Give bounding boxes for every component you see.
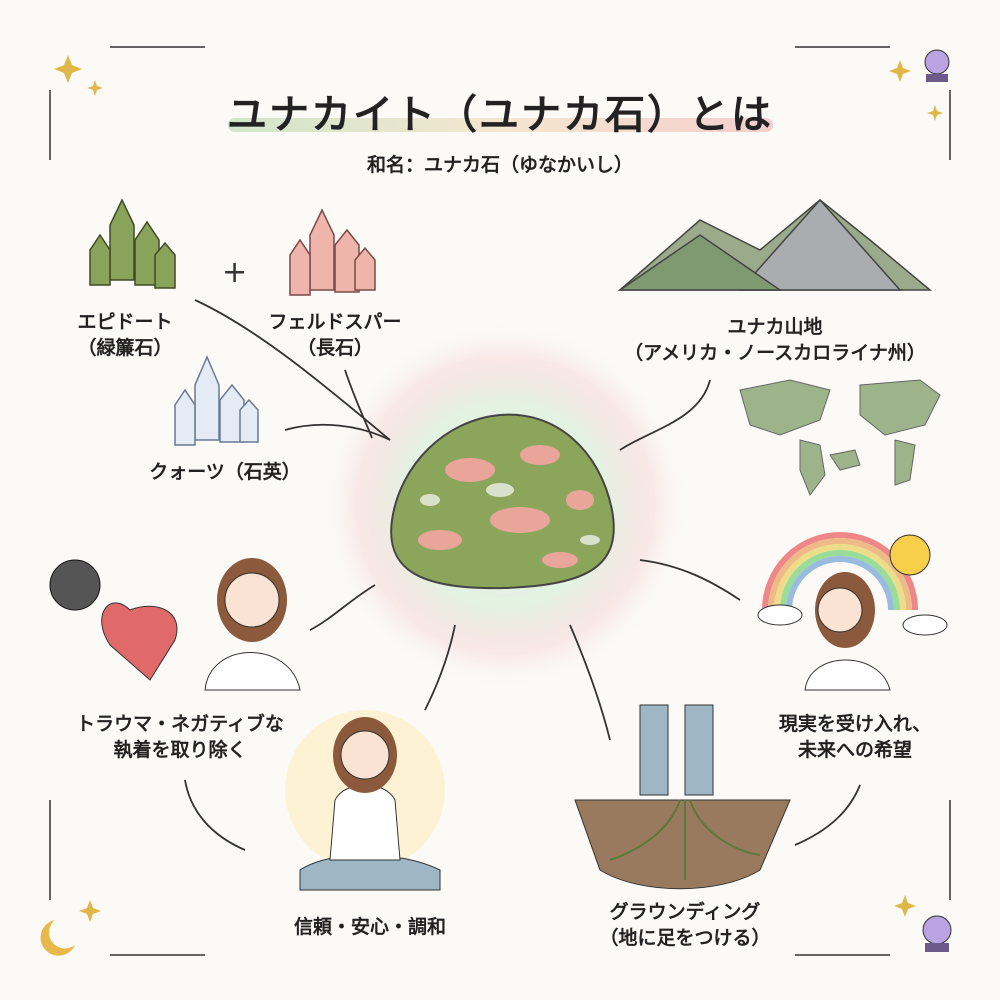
crystal-ball-icon — [922, 915, 952, 952]
unakite-stone — [390, 413, 615, 590]
hope-line2: 未来への希望 — [797, 738, 912, 761]
grounding-effect-label: グラウンディング （地に足をつける） — [570, 900, 800, 951]
meditating-person-icon — [285, 710, 445, 891]
grounding-feet-icon — [574, 704, 791, 890]
connector-arrows — [184, 299, 861, 851]
quartz-crystal-icon — [174, 355, 259, 446]
page-title: ユナカイト（ユナカ石）とは — [227, 92, 773, 138]
trauma-line1: トラウマ・ネガティブな — [76, 713, 284, 735]
trauma-effect-label: トラウマ・ネガティブな 執着を取り除く — [30, 712, 330, 763]
person-hopeful-icon — [804, 572, 891, 691]
feldspar-name: フェルドスパー — [268, 311, 402, 333]
sun-icon — [889, 534, 931, 576]
grounding-line1: グラウンディング — [609, 901, 761, 923]
grounding-line2: （地に足をつける） — [599, 926, 771, 949]
mountain-icon — [617, 198, 933, 291]
hope-line1: 現実を受け入れ、 — [778, 713, 932, 735]
origin-label: ユナカ山地 （アメリカ・ノースカロライナ州） — [600, 315, 950, 366]
feldspar-crystal-icon — [289, 208, 376, 296]
heart-icon — [101, 602, 178, 681]
epidote-label: エピドート （緑簾石） — [60, 310, 190, 361]
hope-effect-label: 現実を受け入れ、 未来への希望 — [745, 712, 965, 763]
frame-corners — [49, 46, 951, 956]
origin-location: （アメリカ・ノースカロライナ州） — [624, 341, 926, 364]
feldspar-jp: （長石） — [296, 336, 373, 359]
negative-thought-icon — [49, 559, 101, 611]
origin-name: ユナカ山地 — [727, 316, 823, 338]
crystal-ball-icon — [924, 49, 950, 82]
quartz-label: クォーツ（石英） — [149, 461, 301, 483]
feldspar-label: フェルドスパー （長石） — [250, 310, 420, 361]
trauma-line2: 執着を取り除く — [113, 738, 247, 761]
trust-effect-label: 信頼・安心・調和 — [293, 916, 446, 938]
plus-sign: + — [222, 255, 247, 290]
cloud-icon — [902, 614, 948, 636]
rainbow-icon — [762, 532, 918, 611]
epidote-jp: （緑簾石） — [77, 336, 173, 359]
title-underline — [228, 118, 773, 132]
cloud-icon — [757, 604, 803, 626]
sparkle-icons — [54, 55, 943, 922]
page-subtitle: 和名：ユナカ石（ゆなかいし） — [366, 154, 633, 176]
epidote-crystal-icon — [89, 198, 176, 289]
epidote-name: エピドート — [77, 311, 173, 333]
world-map-icon — [739, 379, 941, 497]
moon-icon — [40, 920, 75, 956]
person-calm-icon — [204, 558, 301, 691]
